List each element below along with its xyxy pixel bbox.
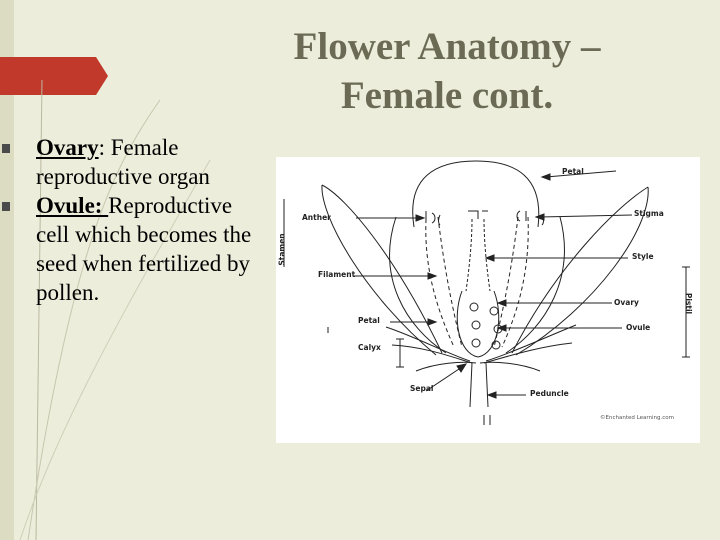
label-ovule: Ovule [626, 323, 651, 332]
label-pistil: Pistil [684, 292, 694, 315]
label-style: Style [632, 252, 654, 261]
term-ovule: Ovule: [36, 193, 109, 218]
label-stigma: Stigma [634, 209, 664, 218]
label-petal-left: Petal [358, 316, 380, 325]
left-side-bar [0, 0, 14, 540]
label-anther: Anther [302, 213, 331, 222]
bullet-ovule: Ovule: Reproductive cell which becomes t… [0, 191, 270, 307]
flower-diagram: Petal Stigma Anther Stamen Style Filamen… [276, 157, 700, 443]
term-ovary: Ovary [36, 135, 99, 160]
bullet-ovary: Ovary: Female reproductive organ [0, 133, 270, 191]
label-ovary: Ovary [614, 298, 639, 307]
label-stamen: Stamen [277, 233, 287, 266]
label-petal-top: Petal [562, 167, 584, 176]
label-peduncle: Peduncle [530, 389, 569, 398]
label-calyx: Calyx [358, 343, 381, 352]
diagram-credit: ©Enchanted Learning.com [600, 415, 674, 421]
title-line-1: Flower Anatomy – [293, 25, 601, 68]
definition-ovule: Reproductive cell which becomes the seed… [36, 193, 252, 305]
flower-drawing [283, 160, 690, 425]
red-accent-arrow [0, 57, 108, 95]
bullet-square-icon [2, 144, 10, 153]
definition-ovary: : Female reproductive organ [36, 135, 210, 189]
bullet-list: Ovary: Female reproductive organ Ovule: … [0, 133, 270, 307]
slide-title: Flower Anatomy – Female cont. [262, 22, 632, 120]
title-line-2: Female cont. [340, 74, 554, 117]
bullet-square-icon [2, 202, 10, 211]
label-filament: Filament [318, 270, 356, 279]
label-sepal: Sepal [410, 384, 434, 393]
